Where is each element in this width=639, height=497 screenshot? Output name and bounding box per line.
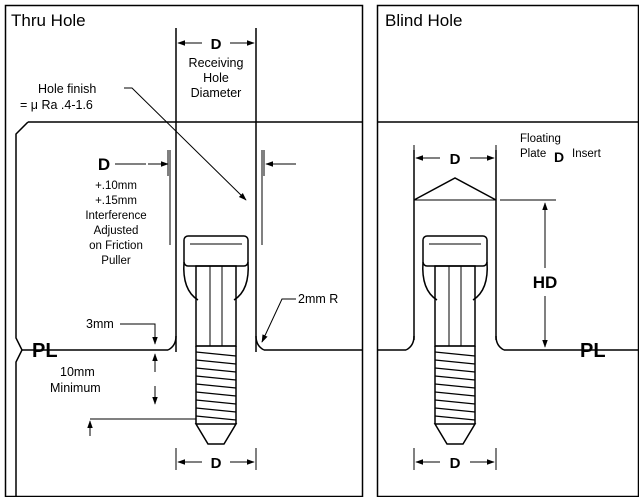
hd-label: HD (533, 273, 558, 292)
receiving-label-1: Receiving (189, 56, 244, 70)
d-mid-label: D (98, 155, 110, 174)
floating-d-symbol: D (554, 149, 564, 165)
floating-label-1: Floating (520, 133, 561, 145)
blind-hole-plate (378, 150, 638, 351)
two-mm-r-label: 2mm R (298, 292, 338, 306)
interference-label-5: on Friction (89, 240, 143, 252)
blind-hole-title: Blind Hole (385, 11, 463, 30)
thru-hole-plate (15, 28, 638, 497)
interference-label-2: +.15mm (95, 195, 137, 207)
interference-label-1: +.10mm (95, 180, 137, 192)
hole-finish-label-2: = μ Ra .4-1.6 (20, 98, 93, 112)
ten-mm-label-2: Minimum (50, 381, 101, 395)
thru-hole-puller (183, 235, 249, 445)
hole-finish-leader (124, 87, 247, 201)
d-bottom-left-label: D (211, 455, 222, 472)
floating-label-2: Plate (520, 148, 546, 160)
blind-hole-panel (376, 4, 639, 497)
d-top-label: D (211, 36, 222, 53)
blind-hole-puller (422, 235, 488, 445)
receiving-label-3: Diameter (191, 86, 242, 100)
interference-label-3: Interference (85, 210, 146, 222)
thru-hole-title: Thru Hole (11, 11, 86, 30)
hole-finish-label-1: Hole finish (38, 82, 96, 96)
d-blind-top-label: D (450, 151, 461, 168)
interference-label-6: Puller (101, 255, 131, 267)
interference-dim (115, 150, 296, 176)
ten-mm-label-1: 10mm (60, 365, 95, 379)
receiving-label-2: Hole (203, 71, 229, 85)
d-bottom-right-label: D (450, 455, 461, 472)
pl-right-label: PL (580, 340, 606, 362)
three-mm-label: 3mm (86, 317, 114, 331)
floating-label-3: Insert (572, 148, 602, 160)
pl-left-label: PL (32, 340, 58, 362)
interference-label-4: Adjusted (94, 225, 139, 237)
